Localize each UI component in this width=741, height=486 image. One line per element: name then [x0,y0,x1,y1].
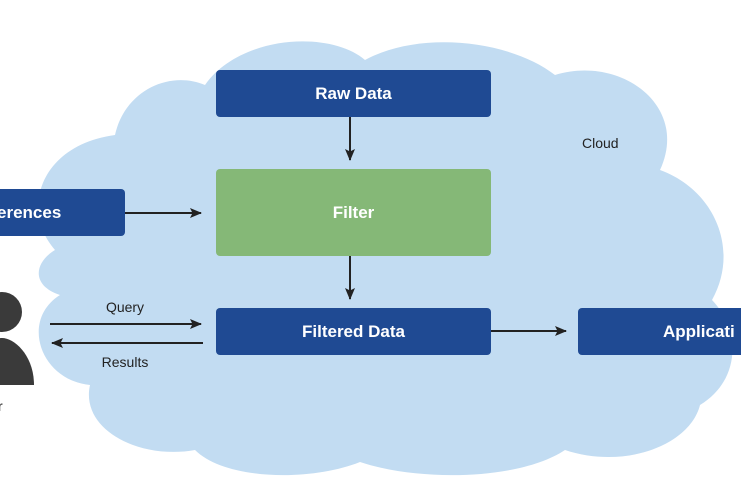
filter-label: Filter [333,203,375,222]
user-label: r [0,398,3,414]
filtered-data-node: Filtered Data [216,308,491,355]
filtered-data-box [216,308,491,355]
raw-data-label: Raw Data [315,84,392,103]
preferences-node: erences [0,189,125,236]
raw-data-box [216,70,491,117]
filter-box [216,169,491,256]
results-label: Results [102,354,149,370]
preferences-label: erences [0,203,61,222]
cloud-label: Cloud [582,135,619,151]
filtered-data-label: Filtered Data [302,322,406,341]
applications-label: Applicati [663,322,735,341]
applications-node: Applicati [578,308,741,355]
cloud-shape [38,41,733,476]
user-icon [0,292,34,385]
preferences-box [0,189,125,236]
query-label: Query [106,299,144,315]
applications-box [578,308,741,355]
filter-node: Filter [216,169,491,256]
raw-data-node: Raw Data [216,70,491,117]
